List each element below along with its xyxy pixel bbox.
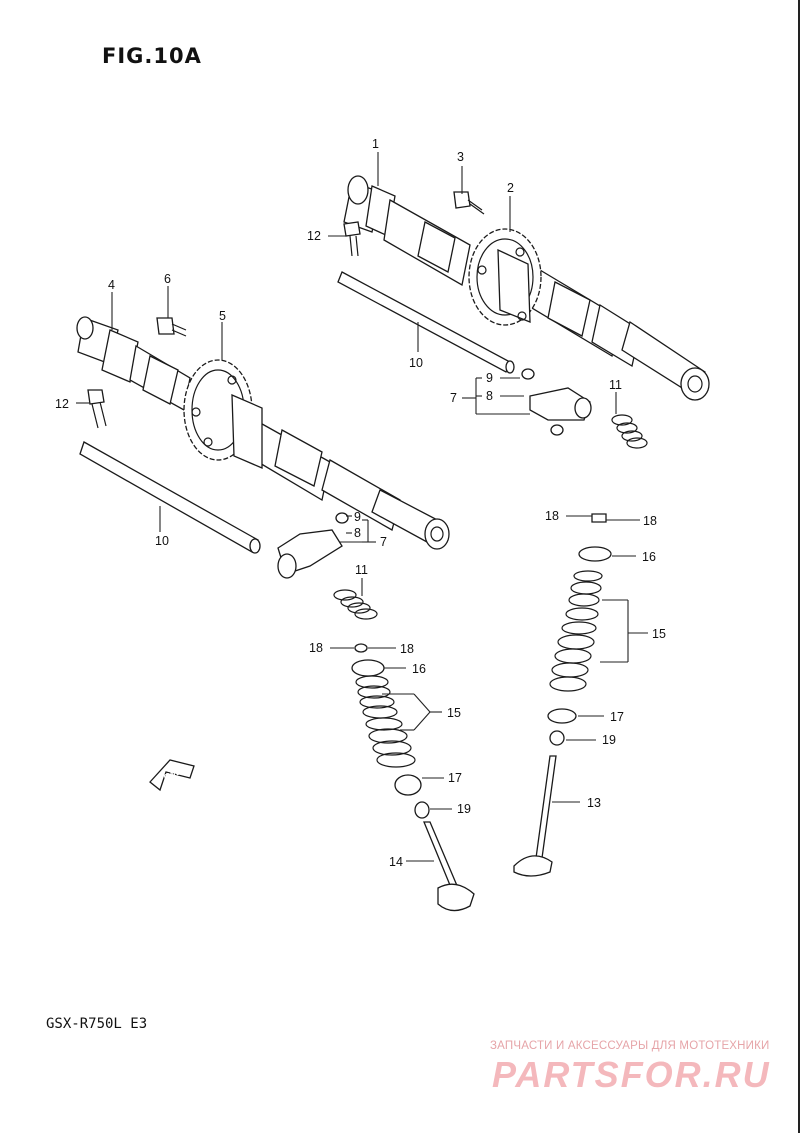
callout-17-left: 17 [448,771,462,785]
leader-lines [76,152,648,862]
callout-16-right: 16 [642,550,656,564]
bolt-12-lower [87,389,107,429]
watermark-logo: PARTSFOR.RU [492,1054,771,1095]
callout-1: 1 [372,137,379,151]
bolt-12-upper [343,221,361,257]
callout-11-left: 11 [355,563,368,577]
callout-9-right: 9 [486,371,493,385]
callout-15-left: 15 [447,706,461,720]
rocker-shaft-lower [79,441,259,553]
callout-15-right: 15 [652,627,666,641]
callout-8-left: 8 [354,526,361,540]
callout-numbers: 1 2 3 4 5 6 7 7 8 8 9 9 10 10 11 11 12 1… [55,137,666,869]
callout-9-left: 9 [354,510,361,524]
camshaft-lower [76,316,450,550]
callout-7-left: 7 [380,535,387,549]
rocker-arm-left [277,512,349,579]
callout-12-upper: 12 [307,229,321,243]
callout-4: 4 [108,278,115,292]
callout-10-lower: 10 [155,534,169,548]
callout-3: 3 [457,150,464,164]
page-edge [798,0,800,1133]
callout-18-right-b: 18 [643,514,657,528]
spring-11-left [333,589,378,620]
callout-5: 5 [219,309,226,323]
callout-16-left: 16 [412,662,426,676]
figure-title: FIG.10A [102,44,202,68]
watermark-tagline: ЗАПЧАСТИ И АКСЕССУАРЫ ДЛЯ МОТОТЕХНИКИ [490,1040,770,1052]
callout-6: 6 [164,272,171,286]
callout-8-right: 8 [486,389,493,403]
callout-18-left-a: 18 [309,641,323,655]
callout-13: 13 [587,796,601,810]
callout-7-right: 7 [450,391,457,405]
cam-sprocket-lower [183,359,263,469]
bolt-6 [156,317,187,337]
callout-19-right: 19 [602,733,616,747]
fwd-arrow-icon: FWD [149,759,195,792]
spring-11-right [611,414,648,449]
callout-11-right: 11 [609,378,622,392]
callout-14: 14 [389,855,403,869]
rocker-shaft-upper [337,271,511,373]
callout-2: 2 [507,181,514,195]
callout-18-right-a: 18 [545,509,559,523]
callout-10-upper: 10 [409,356,423,370]
rocker-arm-right [521,368,592,436]
callout-19-left: 19 [457,802,471,816]
valve-stack-right [513,513,612,877]
camshaft-upper [343,175,710,401]
callout-18-left-b: 18 [400,642,414,656]
model-code: GSX-R750L E3 [46,1016,148,1032]
callout-17-right: 17 [610,710,624,724]
bolt-3 [453,191,485,215]
callout-12-lower: 12 [55,397,69,411]
cam-sprocket-upper [468,228,542,326]
